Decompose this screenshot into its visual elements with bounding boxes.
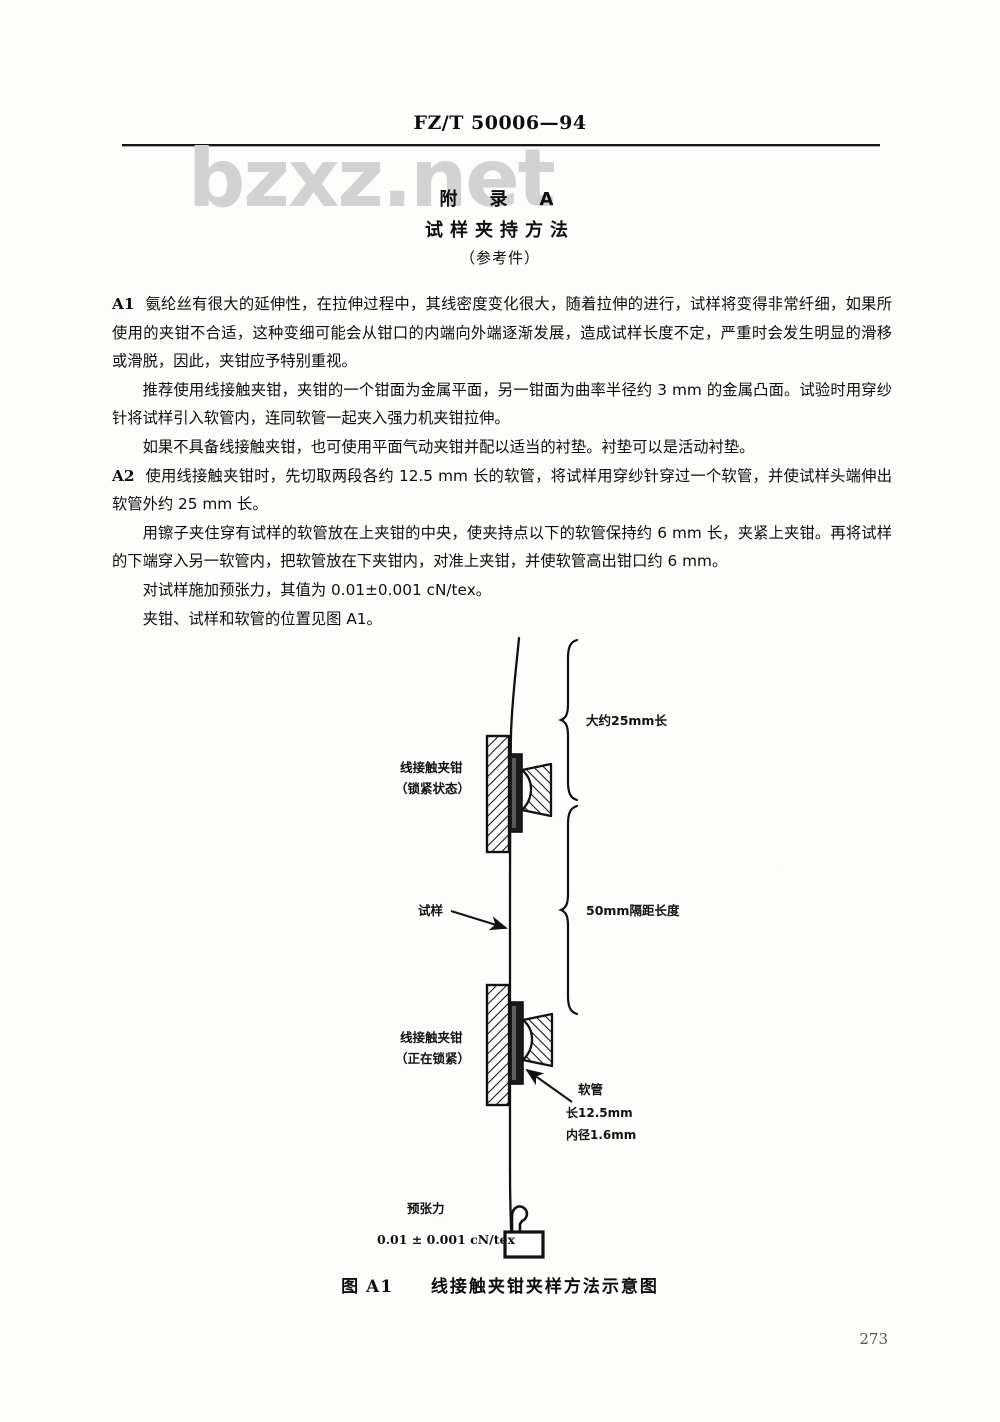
paragraph-2: 推荐使用线接触夹钳，夹钳的一个钳面为金属平面，另一钳面为曲率半径约 3 mm 的… <box>112 380 892 428</box>
specimen-filament <box>508 636 521 1254</box>
page-number: 273 <box>859 1330 888 1348</box>
paragraph-text: 使用线接触夹钳时，先切取两段各约 12.5 mm 长的软管，将试样用穿纱针穿过一… <box>112 466 892 514</box>
paragraph-6: 对试样施加预张力，其值为 0.01±0.001 cN/tex。 <box>142 580 492 599</box>
upper-clamp-label-line1: 线接触夹钳 <box>400 760 463 775</box>
specimen-leader-line <box>450 910 508 931</box>
upper-clamp-convex-jaw <box>520 762 553 818</box>
appendix-subtitle: 试样夹持方法 <box>425 220 575 241</box>
upper-clamp-label-line2: （锁紧状态） <box>395 781 470 796</box>
lower-clamp-flat-jaw <box>485 983 511 1107</box>
tube-leader-line <box>525 1068 573 1103</box>
paragraph-text: 氨纶丝有很大的延伸性，在拉伸过程中，其线密度变化很大，随着拉伸的进行，试样将变得… <box>112 295 892 371</box>
top-length-brace <box>558 638 579 802</box>
paragraph-7: 夹钳、试样和软管的位置见图 A1。 <box>142 609 382 628</box>
document-number: FZ/T 50006—94 <box>413 112 587 134</box>
figure-a1: 线接触夹钳 （锁紧状态） 大约25mm长 50mm隔距长度 试样 线接触夹钳 （… <box>0 630 1000 1330</box>
gauge-length-brace <box>558 804 579 1016</box>
tube-label-title: 软管 <box>578 1082 603 1097</box>
upper-clamp-flat-jaw <box>485 734 511 854</box>
tube-label-length: 长12.5mm <box>566 1105 633 1120</box>
header-rule <box>122 144 880 147</box>
appendix-title: 附 录 A <box>439 189 561 210</box>
clause-number: A1 <box>112 295 135 313</box>
gauge-length-label: 50mm隔距长度 <box>586 903 680 918</box>
weight-block <box>503 1230 545 1259</box>
lower-clamp-label-line1: 线接触夹钳 <box>400 1030 463 1045</box>
lower-tube <box>509 1001 524 1085</box>
pretension-label-title: 预张力 <box>407 1201 445 1216</box>
upper-tube <box>509 753 523 833</box>
figure-caption-number: 图 A1 <box>341 1277 394 1297</box>
pretension-label-value: 0.01 ± 0.001 cN/tex <box>377 1232 515 1247</box>
weight-hook <box>510 1205 529 1254</box>
lower-clamp-label-line2: （正在锁紧） <box>395 1051 470 1066</box>
lower-clamp-convex-jaw <box>521 1012 554 1068</box>
figure-caption-text: 线接触夹钳夹样方法示意图 <box>430 1277 659 1297</box>
top-length-label: 大约25mm长 <box>586 713 667 728</box>
appendix-note: （参考件） <box>459 249 540 267</box>
tube-label-bore: 内径1.6mm <box>566 1127 636 1142</box>
paragraph-3: 如果不具备线接触夹钳，也可使用平面气动夹钳并配以适当的衬垫。衬垫可以是活动衬垫。 <box>142 437 755 456</box>
clause-number: A2 <box>112 466 135 485</box>
figure-caption: 图 A1 线接触夹钳夹样方法示意图 <box>0 1272 1000 1297</box>
specimen-label: 试样 <box>418 903 444 918</box>
paragraph-5: 用镲子夹住穿有试样的软管放在上夹钳的中央，使夹持点以下的软管保持约 6 mm 长… <box>112 523 892 571</box>
